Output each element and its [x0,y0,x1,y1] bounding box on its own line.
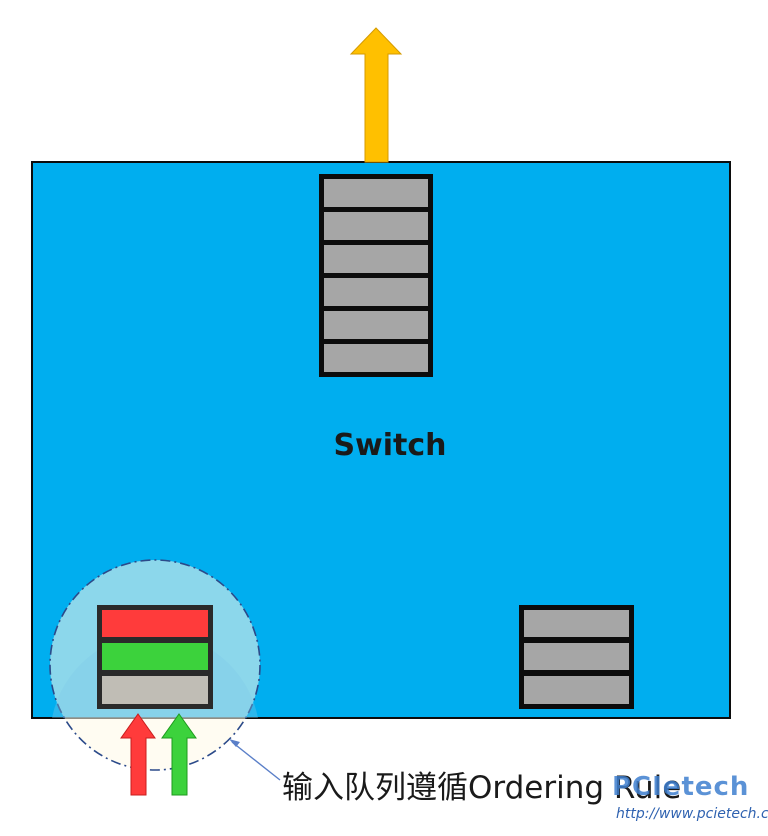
watermark-logo: PCIetech [612,772,750,802]
input-queue-caption: 输入队列遵循Ordering Rule [282,770,682,806]
egress-arrow [349,27,403,163]
ingress-arrow-green [161,713,197,796]
output-queue-slot [324,179,428,207]
output-queue [319,174,433,377]
output-queue-slot [324,245,428,273]
callout-pointer [229,739,281,781]
output-queue-frame [319,174,433,377]
output-queue-slot [324,344,428,372]
right-queue [519,605,634,709]
input-queue [97,605,213,709]
output-queue-slot [324,311,428,339]
right-queue-slot [524,643,629,670]
right-queue-slot [524,676,629,704]
watermark-url: http://www.pcietech.com [616,806,768,822]
ingress-arrow-red [120,713,156,796]
output-queue-slot [324,212,428,240]
input-queue-slot-red [102,610,208,637]
input-queue-slot-green [102,643,208,670]
switch-label: Switch [333,428,447,463]
right-queue-slot [524,610,629,637]
input-queue-slot-grey [102,676,208,704]
output-queue-slot [324,278,428,306]
